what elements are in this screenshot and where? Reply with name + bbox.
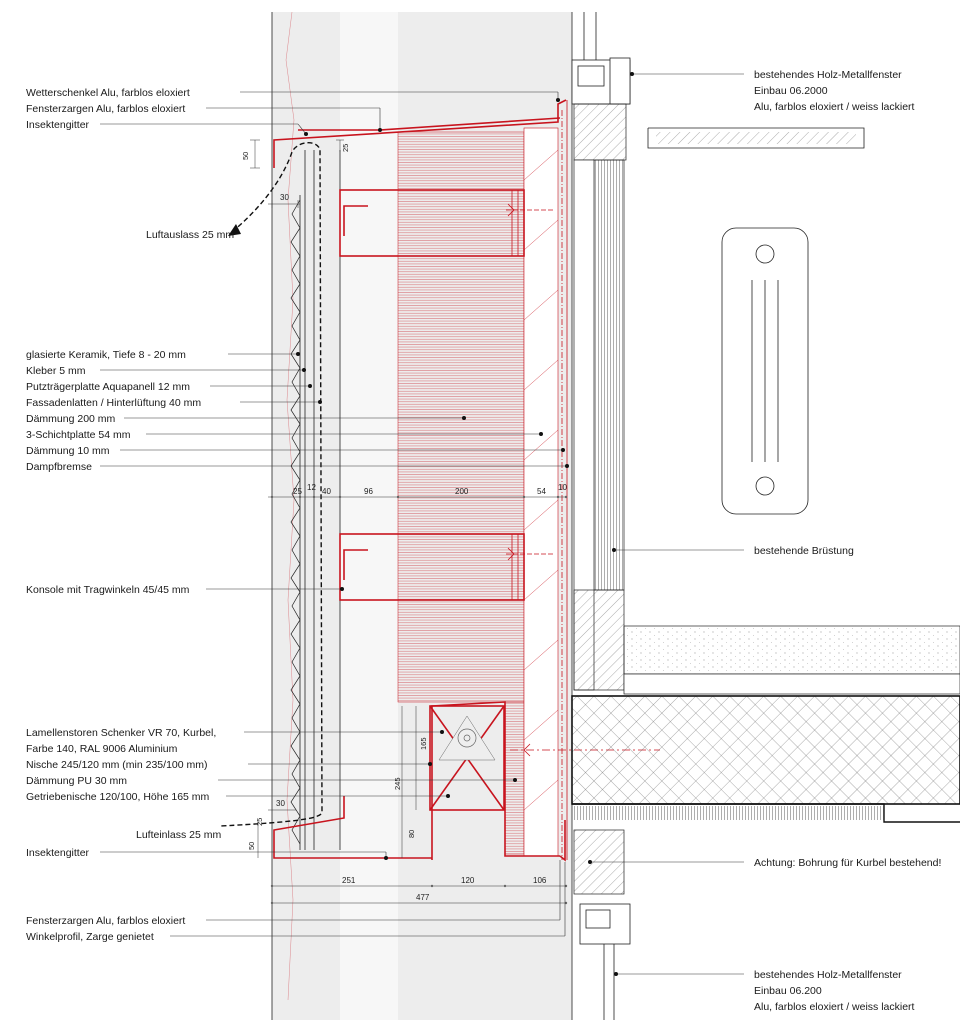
label-daemmung200: Dämmung 200 mm xyxy=(26,413,116,425)
blind-box xyxy=(429,705,660,811)
board-diagonals xyxy=(523,149,559,811)
dim-top-50: 50 xyxy=(241,152,250,160)
ceramic-cladding xyxy=(290,199,301,845)
label-fensterzargen-bottom: Fensterzargen Alu, farblos eloxiert xyxy=(26,915,185,927)
console-upper xyxy=(339,189,555,257)
right-leaders xyxy=(588,72,744,976)
label-fensterzargen-top: Fensterzargen Alu, farblos eloxiert xyxy=(26,103,185,115)
label-luftauslass: Luftauslass 25 mm xyxy=(146,229,234,241)
label-nische: Nische 245/120 mm (min 235/100 mm) xyxy=(26,759,208,771)
insulation-200mm xyxy=(397,131,525,703)
label-getriebe: Getriebenische 120/100, Höhe 165 mm xyxy=(26,791,210,803)
existing-window-bottom xyxy=(573,829,631,1020)
label-achtung: Achtung: Bohrung für Kurbel bestehend! xyxy=(754,857,941,869)
window-ledge xyxy=(647,127,865,149)
label-bruestung: bestehende Brüstung xyxy=(754,545,854,557)
label-wetterschenkel: Wetterschenkel Alu, farblos eloxiert xyxy=(26,87,190,99)
dim-bottom-50: 50 xyxy=(247,842,256,850)
left-leaders xyxy=(100,91,569,937)
label-putztraeger: Putzträgerplatte Aquapanell 12 mm xyxy=(26,381,190,393)
label-lamellenstoren-2: Farbe 140, RAL 9006 Aluminium xyxy=(26,743,178,755)
label-fenster-top-2: Einbau 06.2000 xyxy=(754,85,828,97)
dim-box-245: 245 xyxy=(393,777,402,790)
right-labels: bestehendes Holz-Metallfenster Einbau 06… xyxy=(754,69,941,1013)
label-fenster-bottom-2: Einbau 06.200 xyxy=(754,985,822,997)
dimension-lines xyxy=(250,139,566,904)
cavity-band xyxy=(340,12,398,1020)
air-outlet-arrow xyxy=(228,224,241,236)
concrete-slab xyxy=(571,695,960,805)
niche-outline xyxy=(431,701,560,860)
label-daemmung10: Dämmung 10 mm xyxy=(26,445,110,457)
dim-bottom-120: 120 xyxy=(461,876,475,885)
dim-box-80: 80 xyxy=(407,830,416,838)
floor-layer xyxy=(623,673,960,695)
label-fenster-bottom-1: bestehendes Holz-Metallfenster xyxy=(754,969,902,981)
label-fassadenlatten: Fassadenlatten / Hinterlüftung 40 mm xyxy=(26,397,201,409)
label-fenster-top-3: Alu, farblos eloxiert / weiss lackiert xyxy=(754,101,915,113)
dim-top-25: 25 xyxy=(341,144,350,152)
window-ledge-hatch xyxy=(656,132,856,144)
dim-bottom-30: 30 xyxy=(276,799,285,808)
label-dampfbremse: Dampfbremse xyxy=(26,461,92,473)
label-insektengitter-bottom: Insektengitter xyxy=(26,847,90,859)
dim-layer-25: 25 xyxy=(293,487,302,496)
dim-bottom-477: 477 xyxy=(416,893,430,902)
masonry-lower xyxy=(573,589,625,691)
dim-layer-12: 12 xyxy=(307,483,316,492)
dimension-ticks-row xyxy=(270,495,568,905)
dim-top-30: 30 xyxy=(280,193,289,202)
label-kleber: Kleber 5 mm xyxy=(26,365,86,377)
label-insektengitter-top: Insektengitter xyxy=(26,119,90,131)
dim-layer-10: 10 xyxy=(558,483,567,492)
label-daemmung-pu: Dämmung PU 30 mm xyxy=(26,775,127,787)
dim-bottom-251: 251 xyxy=(342,876,356,885)
left-labels: Wetterschenkel Alu, farblos eloxiert Fen… xyxy=(26,87,234,943)
label-konsole: Konsole mit Tragwinkeln 45/45 mm xyxy=(26,584,190,596)
dim-layer-54: 54 xyxy=(537,487,546,496)
existing-parapet xyxy=(593,159,625,591)
angle-profile xyxy=(559,820,566,862)
frame-bottom xyxy=(273,796,432,859)
label-schichtplatte: 3-Schichtplatte 54 mm xyxy=(26,429,131,441)
dim-layer-40: 40 xyxy=(322,487,331,496)
dim-box-165: 165 xyxy=(419,737,428,750)
radiator xyxy=(721,227,809,515)
label-keramik: glasierte Keramik, Tiefe 8 - 20 mm xyxy=(26,349,186,361)
label-lamellenstoren-1: Lamellenstoren Schenker VR 70, Kurbel, xyxy=(26,727,216,739)
dim-layer-96: 96 xyxy=(364,487,373,496)
dim-bottom-106: 106 xyxy=(533,876,547,885)
insulation-below-box xyxy=(504,701,525,855)
label-winkelprofil: Winkelprofil, Zarge genietet xyxy=(26,931,154,943)
sill-stone-top xyxy=(573,103,627,161)
floor-screed xyxy=(623,625,960,675)
label-lufteinlass: Lufteinlass 25 mm xyxy=(136,829,221,841)
console-lower xyxy=(339,533,555,601)
dim-bottom-25: 25 xyxy=(255,818,264,826)
label-fenster-top-1: bestehendes Holz-Metallfenster xyxy=(754,69,902,81)
ceiling-hatch xyxy=(572,806,884,820)
existing-window-top xyxy=(571,12,631,105)
weather-sill-top xyxy=(273,99,567,168)
air-flow-path xyxy=(219,142,323,827)
dim-layer-200: 200 xyxy=(455,487,469,496)
label-fenster-bottom-3: Alu, farblos eloxiert / weiss lackiert xyxy=(754,1001,915,1013)
